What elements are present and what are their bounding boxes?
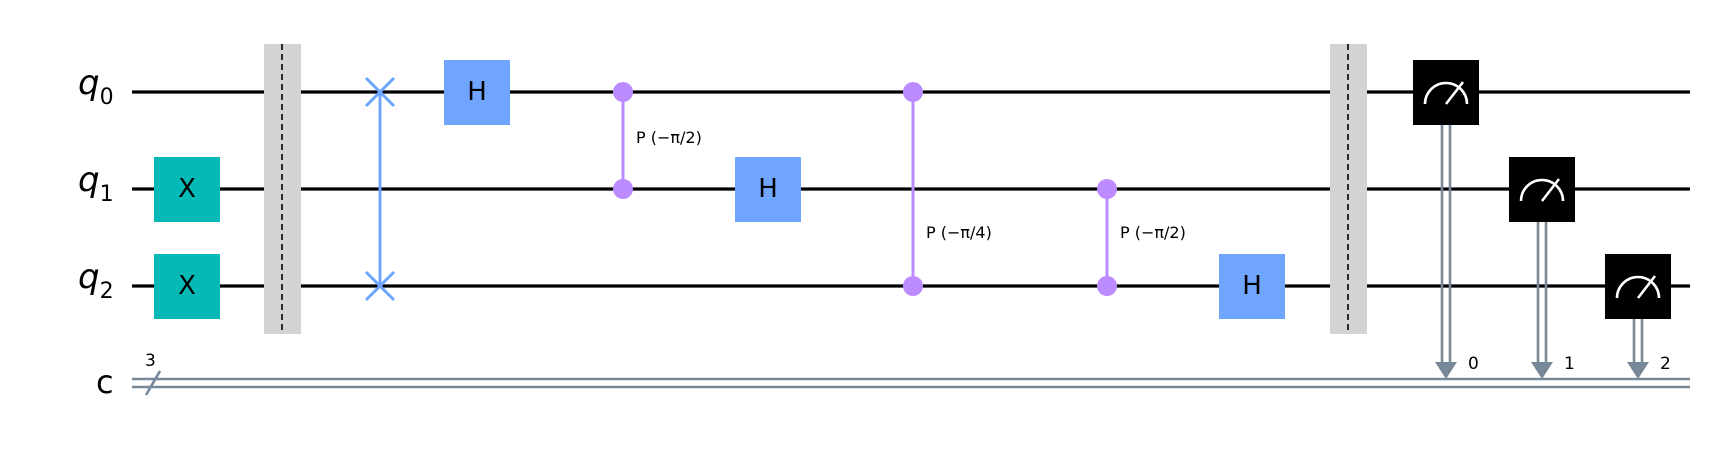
h-gate-q1: H: [735, 157, 801, 222]
qubit-label-q2: q2: [78, 257, 114, 304]
measure-q1: [1509, 157, 1575, 379]
svg-text:X: X: [178, 271, 196, 301]
register-size-slash: [144, 370, 162, 396]
swap-gate-q0-q2: [364, 76, 396, 302]
clbit-index-2: 2: [1660, 354, 1671, 374]
cp-gate-q0-q1: [613, 82, 633, 199]
cp-gate-label-2: P (−π/4): [926, 223, 992, 242]
x-gate-q1: X: [154, 157, 220, 222]
svg-text:H: H: [467, 77, 487, 107]
barrier-1: [264, 44, 301, 334]
meter-icon: [1423, 81, 1469, 105]
cp-gate-q0-q2: [903, 82, 923, 296]
x-gate-q2: X: [154, 254, 220, 319]
barrier-2: [1330, 44, 1367, 334]
svg-text:X: X: [178, 174, 196, 204]
cp-gate-label-3: P (−π/2): [1120, 223, 1186, 242]
classical-register-label: c: [96, 363, 114, 401]
cp-gate-label-1: P (−π/2): [636, 128, 702, 147]
svg-text:H: H: [1242, 271, 1262, 301]
svg-text:H: H: [758, 174, 778, 204]
qubit-label-q1: q1: [78, 160, 114, 207]
classical-register-size: 3: [145, 351, 156, 371]
h-gate-q0: H: [444, 60, 510, 125]
qubit-label-q0: q0: [78, 63, 114, 110]
clbit-index-1: 1: [1564, 354, 1575, 374]
cp-gate-q1-q2: [1097, 179, 1117, 296]
measure-q2: [1605, 254, 1671, 379]
classical-wire: [132, 370, 1690, 396]
clbit-index-0: 0: [1468, 354, 1479, 374]
measure-q0: [1413, 60, 1479, 379]
meter-icon: [1519, 178, 1565, 202]
h-gate-q2: H: [1219, 254, 1285, 319]
meter-icon: [1615, 275, 1661, 299]
